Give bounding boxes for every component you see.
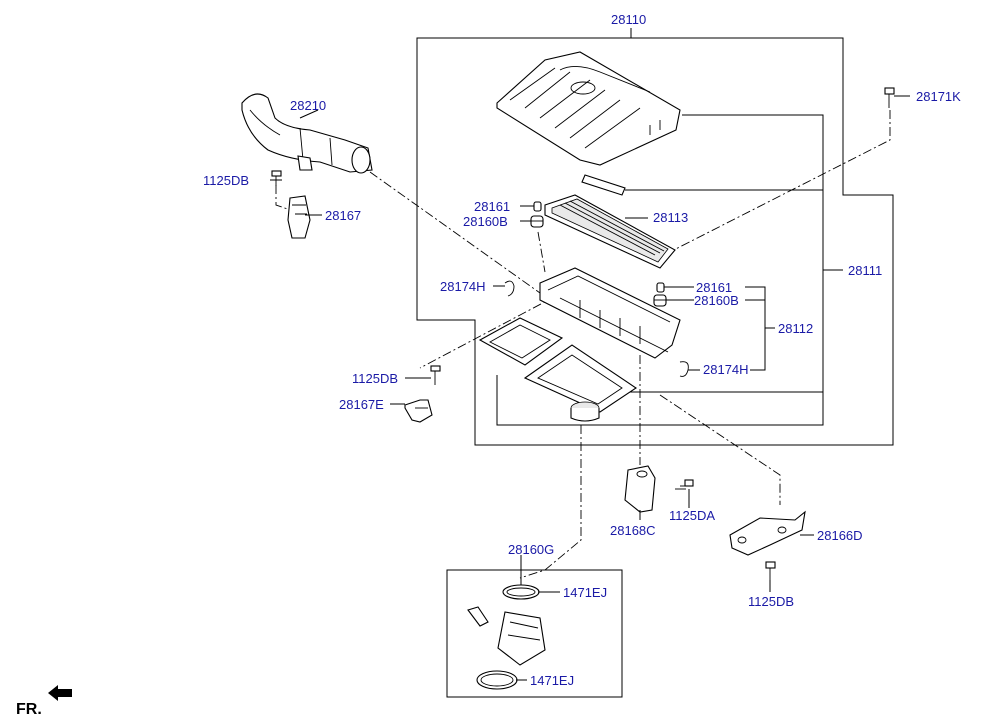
label-28161-left: 28161: [474, 199, 510, 214]
bolt-1125DB-upper: [271, 170, 282, 186]
bolt-1125DA: [675, 479, 694, 490]
label-28171K: 28171K: [916, 89, 961, 104]
label-1471EJ-lower: 1471EJ: [530, 673, 574, 688]
label-28166D: 28166D: [817, 528, 863, 543]
leader-lines: [270, 95, 910, 681]
label-28161-right: 28161: [696, 280, 732, 295]
clip-28174H-left: [504, 280, 515, 297]
assembly-dash-lines: [275, 110, 891, 579]
air-cleaner-lower-body: [478, 267, 681, 422]
bracket-28167: [287, 195, 311, 239]
label-28174H-right: 28174H: [703, 362, 749, 377]
bracket-28167E: [404, 399, 433, 423]
label-28110: 28110: [611, 12, 646, 27]
label-1125DB-upper: 1125DB: [203, 173, 249, 188]
label-28113: 28113: [653, 210, 688, 225]
grommet-28160B-left: [530, 215, 544, 228]
label-28160G: 28160G: [508, 542, 554, 557]
label-1125DA: 1125DA: [669, 508, 715, 523]
bolt-1125DB-lower: [765, 561, 776, 580]
fr-arrow-icon: [48, 685, 72, 701]
air-filter-element: [544, 194, 676, 269]
grommet-28161-right: [656, 282, 665, 293]
label-1125DB-mid: 1125DB: [352, 371, 398, 386]
label-1125DB-lower: 1125DB: [748, 594, 794, 609]
label-28111: 28111: [848, 263, 882, 278]
label-28160B-left: 28160B: [463, 214, 508, 229]
label-28112: 28112: [778, 321, 813, 336]
cover-bracket: [581, 174, 626, 196]
clip-28174H-right: [679, 361, 689, 377]
label-28167: 28167: [325, 208, 361, 223]
air-cleaner-cover: [496, 51, 681, 166]
bolt-28171K: [884, 87, 895, 108]
label-1471EJ-upper: 1471EJ: [563, 585, 607, 600]
fr-label: FR.: [16, 701, 42, 718]
intake-duct-28210: [241, 93, 373, 174]
label-28168C: 28168C: [610, 523, 656, 538]
bracket-28168C: [624, 465, 656, 513]
bracket-28166D: [729, 510, 806, 556]
assembly-frame-28110: [416, 28, 894, 446]
label-28167E: 28167E: [339, 397, 384, 412]
bolt-1125DB-mid: [430, 365, 441, 385]
inset-box-28160G: [446, 569, 623, 698]
label-28210: 28210: [290, 98, 326, 113]
front-direction-marker: FR.: [16, 685, 72, 718]
label-28174H-left: 28174H: [440, 279, 486, 294]
label-28160B-right: 28160B: [694, 293, 739, 308]
grommet-28161-left: [533, 201, 542, 212]
grommet-28160B-right: [653, 294, 667, 307]
assembly-frame-28111: [496, 114, 843, 426]
